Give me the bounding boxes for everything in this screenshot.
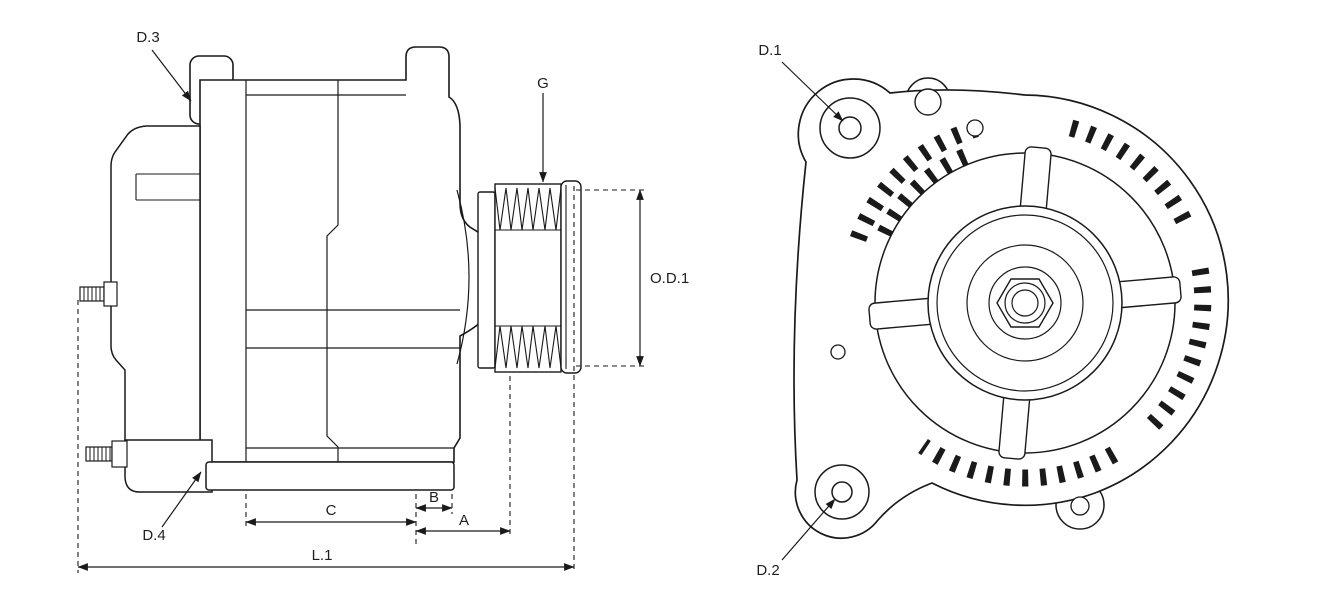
- pulley-front-flange: [560, 180, 582, 374]
- pulley-grooves: [494, 187, 562, 369]
- vent-slots: [850, 119, 1212, 487]
- side-rear-cover: [110, 125, 201, 453]
- spokes: [868, 146, 1182, 460]
- dimension-label-od1: O.D.1: [650, 270, 689, 287]
- dimension-lines: [77, 49, 644, 571]
- terminal-stud-bottom: [85, 440, 128, 468]
- pulley-groove-block: [494, 183, 562, 373]
- front-leaders: [781, 61, 844, 561]
- shaft-nut-hex: [996, 278, 1054, 328]
- bottom-right-hole: [1070, 496, 1090, 516]
- leader-D4: [161, 471, 202, 528]
- dimension-label-g: G: [537, 75, 549, 92]
- side-pulley: [477, 180, 582, 374]
- side-internal-lines: [245, 80, 470, 462]
- dimension-label-l1: L.1: [312, 547, 333, 564]
- side-base-plate: [205, 461, 455, 491]
- front-view-drawing: D.1 D.2: [756, 42, 1230, 579]
- upper-face-hole: [966, 119, 984, 137]
- dimension-label-d3: D.3: [136, 29, 159, 46]
- side-view-drawing: D.3 D.4 G O.D.1 C B A L.1: [77, 29, 689, 573]
- dimension-label-b: B: [429, 489, 439, 506]
- left-edge-hole: [830, 344, 846, 360]
- side-lower-lug: [124, 439, 213, 493]
- front-pulley: [927, 205, 1123, 401]
- dimension-label-c: C: [326, 502, 337, 519]
- hole-d2: [831, 481, 853, 503]
- leader-D1: [781, 61, 844, 122]
- dimension-label-a: A: [459, 512, 469, 529]
- dimension-label-d1: D.1: [758, 42, 781, 59]
- dimension-label-d2: D.2: [756, 562, 779, 579]
- bell-mouth-arc: [456, 189, 470, 365]
- pulley-rear-flange: [477, 191, 496, 369]
- rear-cover-detail: [135, 173, 200, 201]
- terminal-stud-top: [79, 281, 118, 307]
- leader-D2: [781, 498, 836, 561]
- leader-D3: [151, 49, 192, 102]
- side-body: [199, 46, 482, 463]
- dimension-label-d4: D.4: [142, 527, 165, 544]
- hole-d1: [838, 116, 862, 140]
- top-small-hole: [914, 88, 942, 116]
